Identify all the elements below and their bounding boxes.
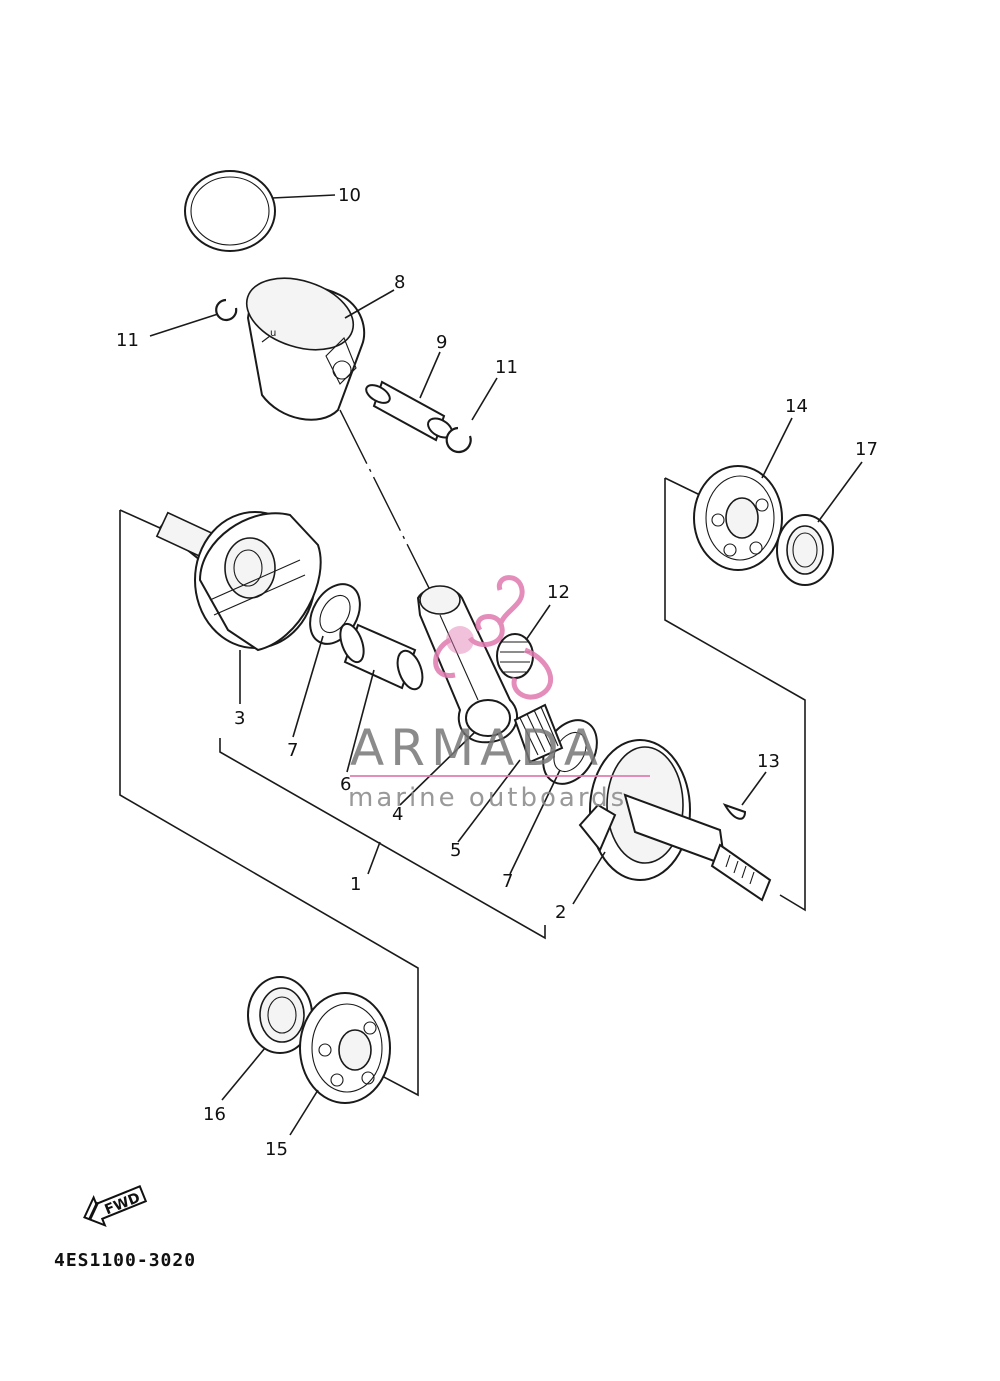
- woodruff-key: [722, 803, 747, 820]
- piston-pin: [365, 380, 453, 442]
- callout-labels: 10 8 9 11 11 14 17 12 13 3 7 6 4 5 1 7 2…: [116, 185, 878, 1160]
- callout-7-left: 7: [287, 740, 298, 761]
- crank-half-left: [155, 511, 322, 652]
- fwd-arrow-icon: FWD: [83, 1185, 148, 1228]
- callout-6: 6: [340, 774, 351, 795]
- oil-seal-upper: [776, 514, 834, 586]
- callout-16: 16: [203, 1104, 226, 1125]
- callout-3: 3: [234, 708, 245, 729]
- oil-seal-lower: [247, 976, 313, 1054]
- callout-2: 2: [555, 902, 566, 923]
- callout-1: 1: [350, 874, 361, 895]
- callout-9: 9: [436, 332, 447, 353]
- piston: u: [245, 277, 366, 421]
- leader-lines: [149, 194, 863, 1136]
- callout-11-left: 11: [116, 330, 139, 351]
- callout-13: 13: [757, 751, 780, 772]
- bearing-lower: [299, 992, 391, 1104]
- callout-15: 15: [265, 1139, 288, 1160]
- callout-12: 12: [547, 582, 570, 603]
- callout-17: 17: [855, 439, 878, 460]
- watermark-brand: ARMADA: [350, 719, 604, 777]
- callout-11-right: 11: [495, 357, 518, 378]
- big-end-bearing: [513, 703, 564, 764]
- crank-pin: [339, 622, 424, 691]
- watermark-tagline: marine outboards: [348, 783, 627, 813]
- svg-text:u: u: [270, 328, 276, 339]
- small-end-bearing: [496, 633, 534, 679]
- connecting-rod: [416, 585, 519, 744]
- circlip-right: [445, 426, 472, 454]
- piston-ring: [184, 166, 276, 252]
- circlip-left: [215, 298, 238, 322]
- diagram-code: 4ES1100-3020: [54, 1250, 197, 1271]
- watermark-logo: [433, 575, 554, 700]
- callout-14: 14: [785, 396, 808, 417]
- callout-7-right: 7: [502, 871, 513, 892]
- crank-half-right: [578, 739, 772, 902]
- callout-4: 4: [392, 804, 403, 825]
- callout-5: 5: [450, 840, 461, 861]
- assembly-brackets: [119, 409, 806, 1097]
- armada-watermark: ARMADA marine outboards: [348, 575, 650, 813]
- callout-8: 8: [394, 272, 405, 293]
- callout-10: 10: [338, 185, 361, 206]
- bearing-upper: [693, 465, 783, 571]
